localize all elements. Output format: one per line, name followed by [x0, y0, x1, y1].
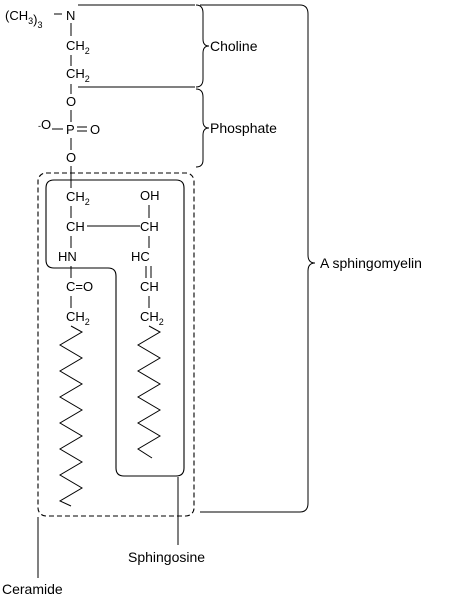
oxygen-double: O — [90, 122, 100, 137]
phosphate-bracket — [195, 88, 210, 168]
sphingosine-outline — [45, 179, 185, 477]
ch-sphingosine-c3: CH — [140, 219, 159, 234]
hc-alkene: HC — [131, 249, 150, 264]
sphingomyelin-label: A sphingomyelin — [320, 255, 422, 271]
ch-sphingosine-c2: CH — [66, 219, 85, 234]
ch2-choline-2: CH2 — [66, 66, 90, 84]
oxygen-anion: -O — [38, 117, 51, 132]
oxygen-ester-2: O — [66, 150, 76, 165]
phosphate-label: Phosphate — [210, 120, 277, 136]
trimethylammonium-group: (CH3)3 N — [5, 8, 75, 30]
trimethyl-label: (CH3)3 — [5, 8, 43, 30]
ch2-ceramide: CH2 — [66, 189, 90, 207]
nitrogen-atom: N — [66, 8, 75, 23]
sphingosine-label: Sphingosine — [128, 549, 205, 565]
oxygen-ester-1: O — [66, 94, 76, 109]
choline-bracket — [78, 4, 210, 88]
ch2-sphingosine: CH2 — [140, 309, 164, 327]
fatty-acid-tail — [58, 325, 84, 507]
phosphorus-atom: P — [66, 122, 75, 137]
ch-alkene: CH — [140, 279, 159, 294]
hydroxyl-group: OH — [140, 188, 160, 203]
ceramide-dashed-box — [37, 172, 195, 517]
sphingomyelin-bracket — [200, 4, 316, 513]
carbonyl-group: C=O — [66, 279, 93, 294]
amide-nh: HN — [58, 249, 77, 264]
ch2-choline-1: CH2 — [66, 38, 90, 56]
sphingosine-tail — [137, 325, 162, 459]
choline-label: Choline — [210, 38, 258, 54]
ch2-fatty-acid: CH2 — [66, 309, 90, 327]
ceramide-label: Ceramide — [2, 581, 63, 597]
